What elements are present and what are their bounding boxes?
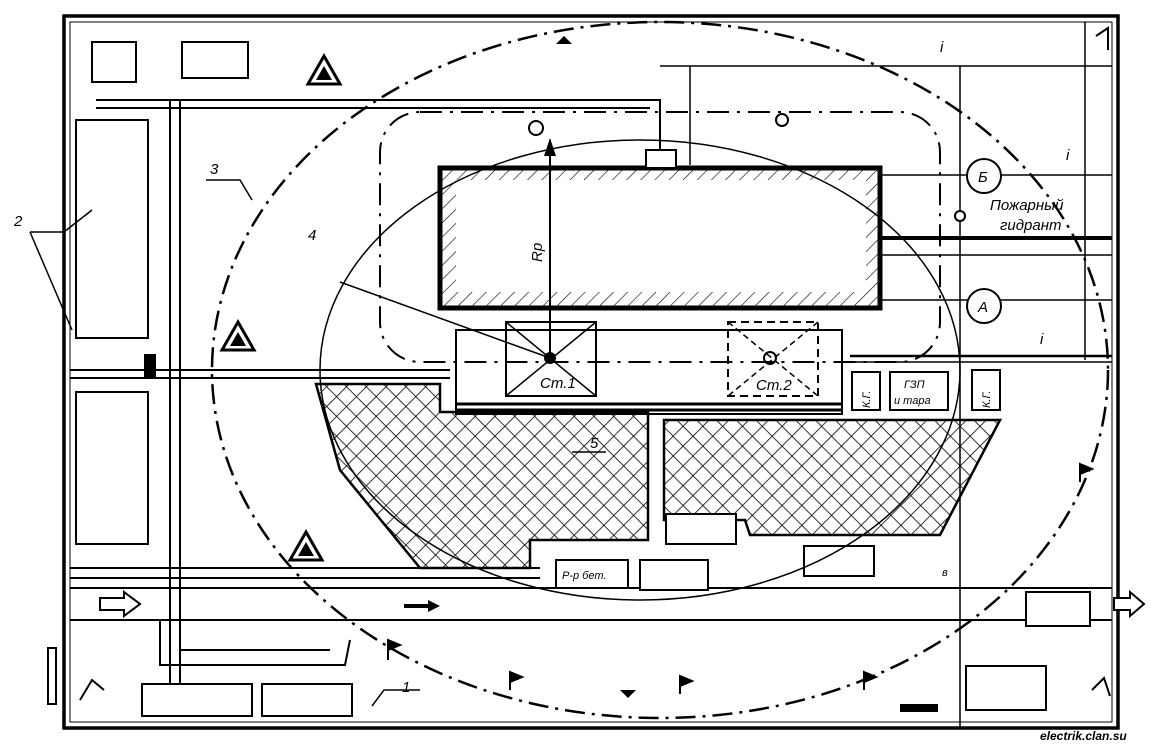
- crane-working-zone: [319, 139, 961, 601]
- building-annex: [645, 149, 677, 169]
- storage-area-left: [314, 382, 650, 570]
- shed-right: [1025, 591, 1091, 627]
- gate-marker: [900, 704, 938, 712]
- hydrant-label-line2: гидрант: [1000, 217, 1061, 234]
- slope-label-top: i: [940, 39, 944, 56]
- callout-number-3: 3: [210, 161, 219, 178]
- site-fence-inner: [69, 21, 1113, 723]
- label-5-box: [665, 513, 737, 545]
- point-b-label: Б: [978, 169, 988, 186]
- kg-label-2: К.Г.: [981, 391, 993, 408]
- shed-mid-1: [639, 559, 709, 591]
- concrete-box: [555, 559, 629, 589]
- callout-number-2: 2: [13, 213, 23, 230]
- crane-danger-zone: [210, 20, 1110, 720]
- gzp-label-line2: и тара: [894, 395, 931, 407]
- mark-v-label: в: [942, 567, 948, 579]
- hydrant-marker: [954, 210, 966, 222]
- kg-label-1: К.Г.: [861, 391, 873, 408]
- direction-arrow-icon: [1113, 589, 1146, 619]
- left-road: [70, 99, 661, 690]
- concrete-label: Р-р бет.: [562, 570, 606, 582]
- fence-corner-marker: [79, 678, 105, 701]
- callout-number-5: 5: [590, 435, 599, 452]
- shed-bottom-1: [141, 683, 253, 717]
- lamp-icon: [556, 36, 572, 44]
- temporary-building-corner: [91, 41, 137, 83]
- leader-lines: [29, 179, 606, 707]
- shed-bottom-2: [261, 683, 353, 717]
- crane-radius-label: Rр: [529, 243, 546, 262]
- shed-bottom-3: [965, 665, 1047, 711]
- point-b-marker: [966, 158, 1002, 194]
- slope-label-mid: i: [1066, 147, 1070, 164]
- lamp-icon: [775, 113, 789, 127]
- temporary-building-top: [75, 119, 149, 339]
- leader-line-4: [339, 281, 551, 359]
- warning-sign-icon: [219, 318, 257, 352]
- hydrant-label-line1: Пожарный: [990, 197, 1064, 214]
- fence-corner-marker: [1091, 676, 1111, 697]
- lamp-icon: [528, 120, 544, 136]
- flag-icon: [387, 462, 1095, 694]
- callout-number-1: 1: [402, 679, 410, 696]
- right-utility-lines: [660, 22, 1112, 728]
- warning-sign-icon: [287, 528, 325, 562]
- point-a-marker: [966, 288, 1002, 324]
- crane-1-label: Ст.1: [540, 375, 576, 392]
- fence-corner-marker: [1095, 26, 1109, 50]
- building-interior: [456, 180, 866, 292]
- temporary-road-loop: [379, 111, 941, 363]
- temporary-building-bottom: [75, 391, 149, 545]
- direction-arrow-icon: [404, 600, 440, 612]
- lamp-icon: [620, 690, 636, 698]
- gzp-label-line1: ГЗП: [904, 379, 925, 391]
- slope-label-right: i: [1040, 331, 1044, 348]
- callout-number-4: 4: [308, 227, 316, 244]
- crane-radius-arrow: [544, 138, 556, 156]
- crane-2-label: Ст.2: [756, 377, 792, 394]
- watermark: electrik.clan.su: [1040, 729, 1127, 743]
- gzp-box: [889, 371, 949, 411]
- kg-box-1: [851, 371, 881, 411]
- gate-marker-left: [47, 647, 57, 705]
- point-a-label: А: [977, 299, 988, 316]
- warning-sign-icon: [305, 52, 343, 86]
- direction-arrow-icon: [99, 590, 142, 618]
- crane-center-icon: [763, 351, 777, 365]
- site-fence: [62, 14, 1120, 730]
- shed-top: [181, 41, 249, 79]
- storage-area-right: [662, 418, 1003, 537]
- crane-track: [455, 321, 843, 415]
- stand-marker: [144, 354, 156, 378]
- kg-box-2: [971, 369, 1001, 411]
